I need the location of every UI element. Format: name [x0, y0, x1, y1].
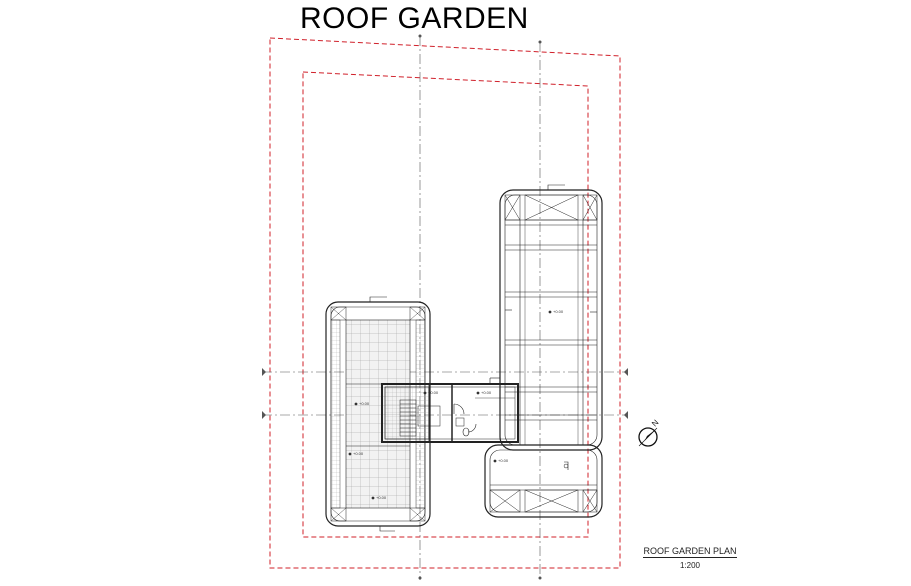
level-tag: +0.00: [493, 458, 509, 463]
level-tag: +0.00: [423, 390, 439, 395]
level-tags: +0.00 +0.00 +0.00 +0.00 +0.00 +0.00 +0.0…: [348, 309, 564, 500]
drawing-title: ROOF GARDEN: [300, 2, 529, 35]
level-tag: +0.00: [371, 495, 387, 500]
grid-axes: [262, 36, 628, 580]
east-wing-pergola: [484, 184, 603, 518]
grid-axis-markers: [262, 34, 628, 580]
svg-text:+0.00: +0.00: [376, 495, 387, 500]
plan-name: ROOF GARDEN PLAN: [643, 546, 737, 558]
level-tag: +0.00: [348, 451, 364, 456]
plan-scale: 1:200: [679, 561, 701, 570]
svg-text:+0.00: +0.00: [428, 390, 439, 395]
level-tag: +0.00: [548, 309, 564, 314]
property-boundary: [269, 37, 621, 569]
svg-text:+0.00: +0.00: [359, 401, 370, 406]
north-label: N: [650, 418, 661, 429]
svg-text:+0.00: +0.00: [353, 451, 364, 456]
central-core: [381, 377, 519, 443]
level-tag: +0.00: [354, 401, 370, 406]
svg-text:+0.00: +0.00: [481, 390, 492, 395]
svg-text:+0.00: +0.00: [498, 458, 509, 463]
north-arrow-icon: N: [638, 418, 661, 447]
svg-text:+0.00: +0.00: [553, 309, 564, 314]
plan-caption: ROOF GARDEN PLAN 1:200: [640, 541, 740, 570]
level-tag: +0.00: [476, 390, 492, 395]
